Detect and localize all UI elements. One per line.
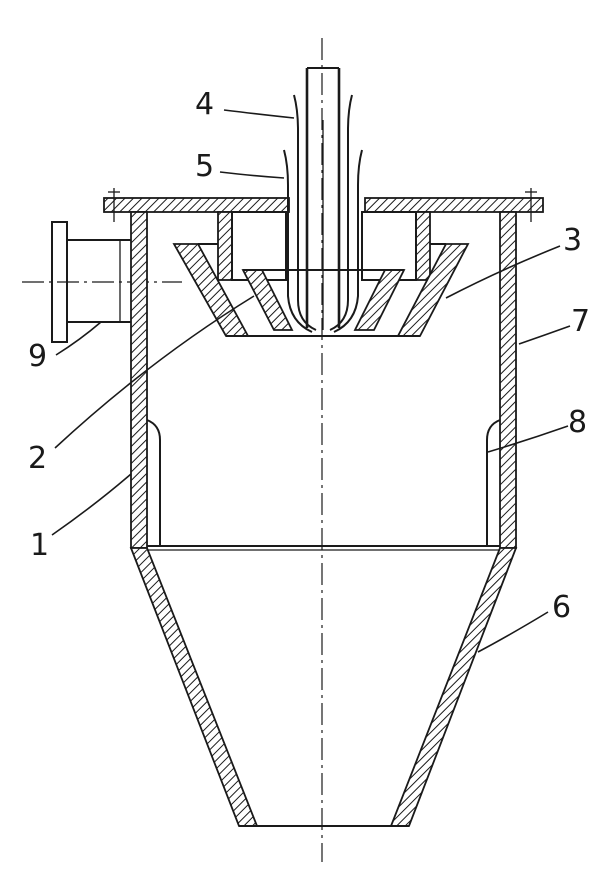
outer-cone <box>172 243 470 337</box>
cylinder-shell <box>130 211 517 549</box>
callout-2: 2 <box>28 441 47 476</box>
conical-bottom <box>129 547 518 827</box>
central-pipe <box>305 67 341 330</box>
flow-guide-vanes <box>283 94 363 333</box>
leader-lines <box>51 109 571 653</box>
callout-1: 1 <box>30 528 49 563</box>
inner-sleeve <box>146 419 501 551</box>
top-cover-plate <box>103 188 544 222</box>
callout-8: 8 <box>568 405 587 440</box>
callout-4: 4 <box>195 87 214 122</box>
callout-9: 9 <box>28 339 47 374</box>
callout-5: 5 <box>195 149 214 184</box>
callout-7: 7 <box>571 304 590 339</box>
callout-6: 6 <box>552 590 571 625</box>
callout-3: 3 <box>563 223 582 258</box>
inlet-pipe <box>51 221 131 343</box>
